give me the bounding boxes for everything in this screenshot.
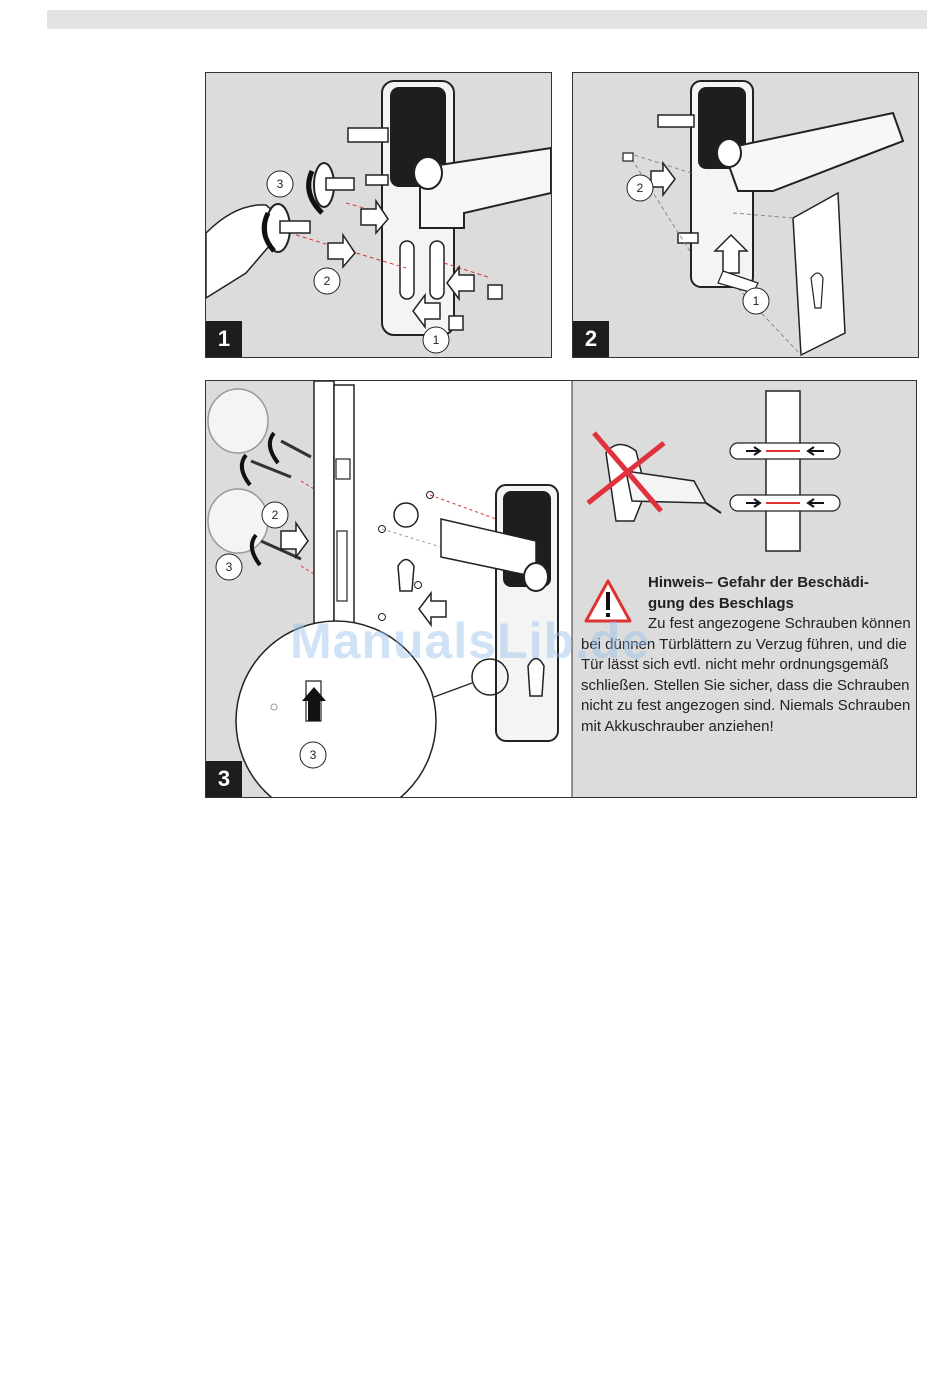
cordless-screwdriver-icon [586, 431, 722, 522]
step-3-illustration: 2 3 3 [206, 381, 916, 797]
step-3-panel: 2 3 3 [205, 380, 917, 798]
door-section-diagram [729, 390, 841, 552]
warning-title-line-1: Hinweis– Gefahr der Beschädi- [648, 574, 869, 591]
step-2-illustration: 2 1 [622, 80, 905, 357]
header-bar [47, 10, 927, 29]
step-2-panel: 2 1 2 [572, 72, 919, 358]
step-2-callout-2: 2 [637, 181, 644, 195]
step-3-callout-2: 2 [272, 508, 279, 522]
step-3-detail-callout-3: 3 [310, 748, 317, 762]
step-2-badge: 2 [573, 321, 609, 357]
warning-icon [584, 579, 632, 623]
step-1-illustration: 3 2 1 [206, 80, 551, 354]
step-3-badge: 3 [206, 761, 242, 797]
warning-note: Hinweis– Gefahr der Beschädi- gung des B… [581, 573, 911, 737]
step-1-callout-2: 2 [324, 274, 331, 288]
step-1-badge: 1 [206, 321, 242, 357]
warning-title-line-2: gung des Beschlags [648, 594, 794, 612]
step-1-callout-1: 1 [433, 333, 440, 347]
warning-body: Zu fest angezogene Schrauben können bei … [581, 615, 911, 735]
step-3-callout-3: 3 [226, 560, 233, 574]
step-2-callout-1: 1 [753, 294, 760, 308]
step-1-callout-3: 3 [277, 177, 284, 191]
step-1-panel: 3 2 1 1 [205, 72, 552, 358]
